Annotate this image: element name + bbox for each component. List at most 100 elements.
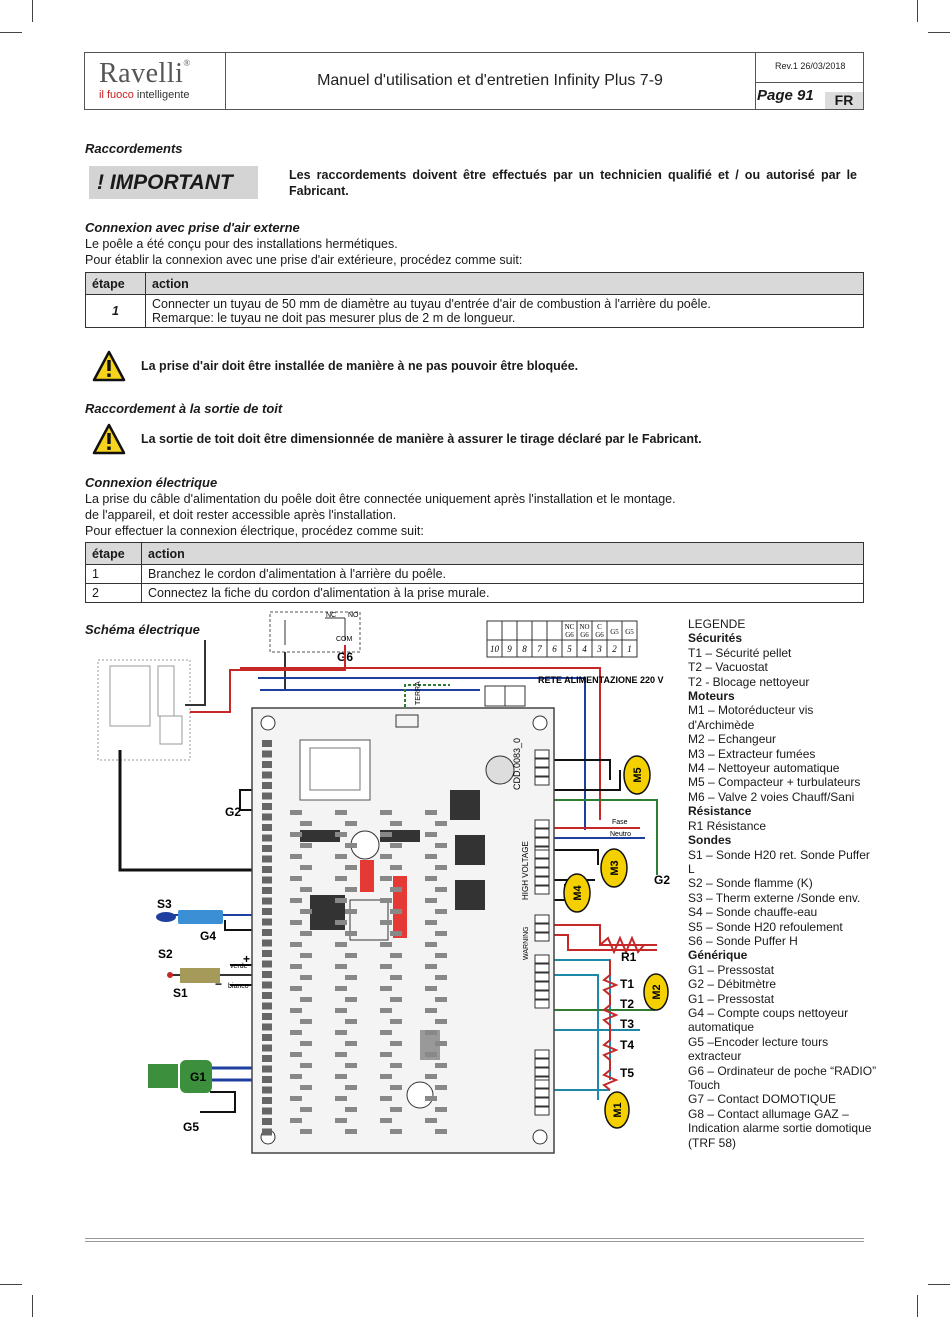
board-component: [345, 1129, 357, 1134]
legend-item: T1 – Sécurité pellet: [688, 645, 792, 660]
legend-item: R1 Résistance: [688, 818, 767, 833]
board-component: [435, 909, 447, 914]
plus-label: +: [243, 952, 250, 966]
board-pin: [262, 908, 272, 915]
board-component: [380, 898, 392, 903]
board-component: [380, 854, 392, 859]
legend-item: T2 - Blocage nettoyeur: [688, 674, 810, 689]
board-component: [380, 1008, 392, 1013]
terminal-block: [534, 749, 550, 759]
board-pin: [262, 1044, 272, 1052]
board-pin: [262, 792, 272, 800]
label-g2: G2: [225, 805, 241, 819]
board-component: [335, 1052, 347, 1057]
board-component: [390, 1063, 402, 1068]
board-pin: [262, 855, 272, 863]
board-pin: [262, 971, 272, 978]
high-voltage-label: HIGH VOLTAGE: [521, 841, 530, 900]
label-s2: S2: [158, 947, 173, 961]
board-component: [380, 964, 392, 969]
board-component: [390, 1129, 402, 1134]
table-header-row: étape action: [85, 272, 864, 295]
terminal-block: [534, 954, 550, 964]
board-component: [335, 876, 347, 881]
relay-com-label: COM: [336, 636, 353, 643]
pressure-switch-g1: G1 G5: [148, 1060, 212, 1134]
label-r1: R1: [621, 950, 637, 964]
footer-rule: [85, 1238, 864, 1239]
board-component: [425, 942, 437, 947]
terminal-label: G5: [610, 628, 619, 636]
board-component: [345, 931, 357, 936]
board-component: [345, 843, 357, 848]
board-component: [345, 1063, 357, 1068]
board-component: [300, 975, 312, 980]
legend-group-heading: Générique: [688, 948, 748, 963]
board-component: [425, 1052, 437, 1057]
step-action: Connecter un tuyau de 50 mm de diamètre …: [145, 294, 864, 328]
terminal-label: G5: [625, 628, 634, 636]
board-pin: [262, 1065, 272, 1073]
g6-relay-box: NC NO COM G6: [269, 611, 361, 664]
board-component: [390, 931, 402, 936]
board-component: [345, 1019, 357, 1024]
legend-item: S3 – Therm externe /Sonde env.: [688, 890, 861, 905]
terminal-block: [534, 1079, 550, 1089]
earth-label: TERRA: [415, 681, 422, 705]
motor-m5: M5: [623, 755, 651, 795]
board-component: [345, 953, 357, 958]
board-component: [335, 1030, 347, 1035]
legend-item: G1 – Pressostat: [688, 991, 775, 1006]
table-row: 1 Connecter un tuyau de 50 mm de diamètr…: [85, 294, 864, 328]
board-component: [380, 832, 392, 837]
terminal-block: [534, 999, 550, 1009]
board-pin: [262, 803, 272, 810]
crop-mark: [928, 32, 950, 33]
legend-item: M2 – Echangeur: [688, 732, 777, 747]
board-component: [435, 953, 447, 958]
board-component: [345, 865, 357, 870]
board-pin: [262, 740, 272, 747]
board-component: [425, 964, 437, 969]
crop-mark: [32, 1295, 33, 1317]
board-component: [300, 1129, 312, 1134]
board-component: [335, 810, 347, 815]
board-component: [425, 832, 437, 837]
paragraph: Pour établir la connexion avec une prise…: [85, 253, 523, 267]
terminal-block: [534, 828, 550, 838]
board-component: [435, 1041, 447, 1046]
board-pin: [262, 1023, 272, 1031]
board-pin: [262, 918, 272, 926]
column-header-step: étape: [85, 272, 146, 295]
paragraph: Pour effectuer la connexion électrique, …: [85, 524, 424, 538]
board-component: [300, 821, 312, 826]
board-pin: [262, 1055, 272, 1062]
board-component: [380, 1030, 392, 1035]
board-pin: [262, 929, 272, 936]
terminal-block: [534, 1049, 550, 1059]
heading-air-intake: Connexion avec prise d'air externe: [85, 220, 300, 235]
board-pin: [262, 992, 272, 999]
legend-item: G7 – Contact DOMOTIQUE: [688, 1092, 837, 1107]
label-t4: T4: [620, 1038, 634, 1052]
board-pin: [262, 1086, 272, 1094]
board-component: [290, 942, 302, 947]
resistance-r1: R1: [599, 935, 645, 964]
board-pin: [262, 876, 272, 884]
board-component: [300, 865, 312, 870]
terminal-block: [534, 963, 550, 973]
board-component: [390, 953, 402, 958]
board-component: [435, 931, 447, 936]
board-pin: [262, 750, 272, 758]
board-component: [390, 1019, 402, 1024]
brand-tagline: intelligente: [133, 89, 190, 101]
steps-table-air: étape action 1 Connecter un tuyau de 50 …: [85, 272, 864, 328]
board-component: [335, 1118, 347, 1123]
phase-label: Fase: [612, 819, 628, 826]
minus-label: −: [215, 977, 222, 991]
board-component: [335, 920, 347, 925]
paragraph: Le poêle a été conçu pour des installati…: [85, 237, 398, 251]
legend-item: T2 – Vacuostat: [688, 660, 768, 675]
